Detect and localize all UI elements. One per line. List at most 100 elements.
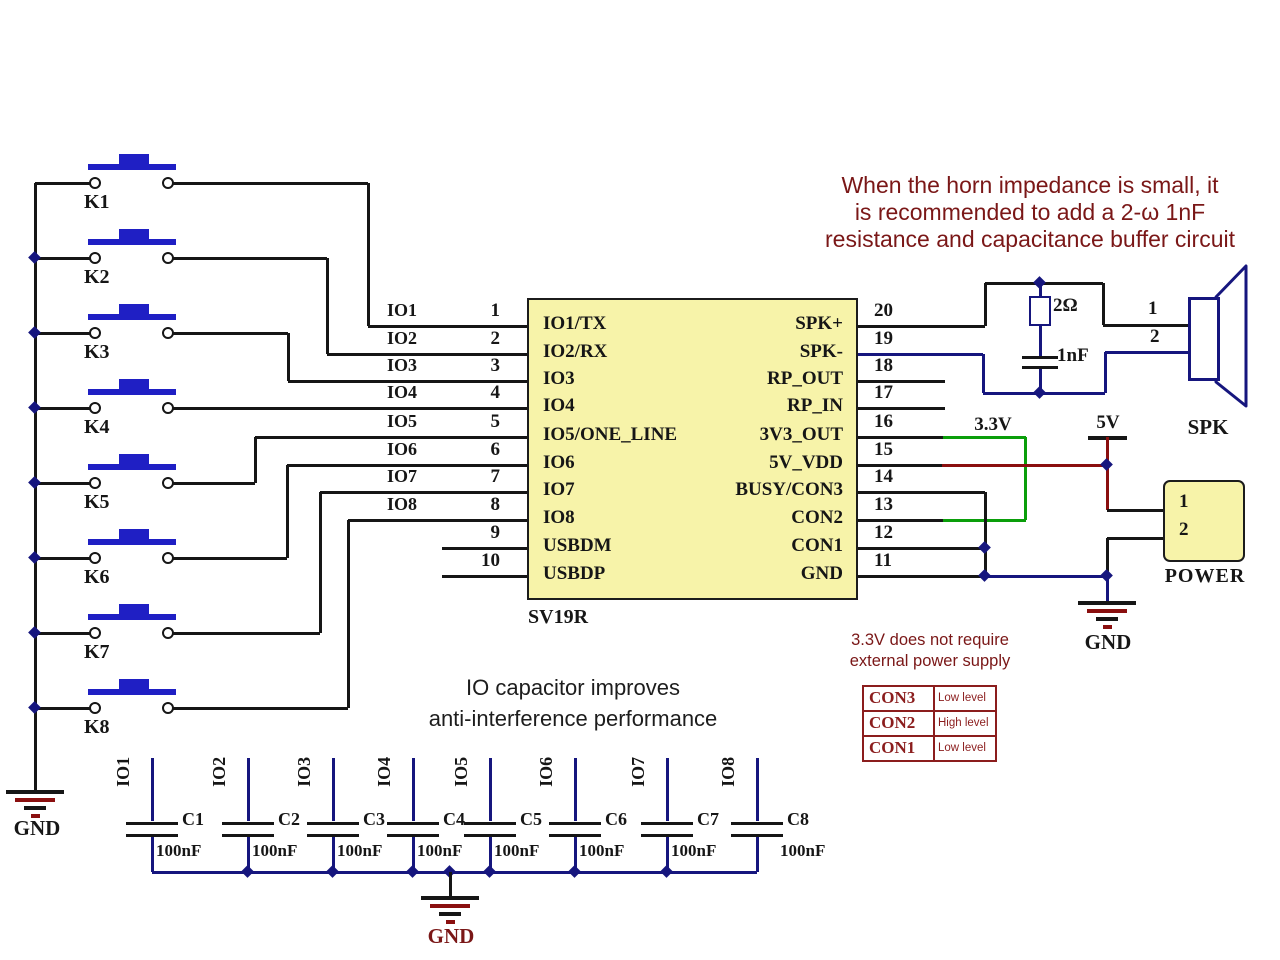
ground-symbol-right [1102, 625, 1112, 629]
capacitor-name-label: C8 [787, 809, 809, 829]
capacitor-value-label: 100nF [780, 841, 826, 860]
capacitor-value-label: 1nF [1057, 345, 1089, 366]
capacitor-value-label: 100nF [156, 841, 202, 860]
power-connector-label: POWER [1164, 565, 1246, 587]
pin-number-left: 5 [490, 411, 501, 432]
pin-number-left: 4 [490, 382, 501, 403]
ic-sv19r-body [527, 298, 858, 600]
wire [412, 837, 415, 872]
gnd-label-right: GND [1084, 630, 1132, 654]
ground-symbol-bottom [430, 904, 470, 908]
resistor-value-label: 2Ω [1053, 295, 1078, 316]
wire [858, 519, 943, 522]
net-label-vertical: IO1 [113, 756, 134, 787]
speaker-pin2-label: 2 [1150, 326, 1160, 347]
capacitor-name-label: C5 [520, 809, 542, 829]
switch-terminal [162, 327, 174, 339]
wire [327, 353, 527, 356]
wire [858, 464, 942, 467]
capacitor-value-label: 100nF [417, 841, 463, 860]
ic-pin-label-right: SPK- [799, 341, 843, 362]
switch-terminal [89, 477, 101, 489]
capacitor-name-label: C6 [605, 809, 627, 829]
wire [35, 557, 90, 560]
pushbutton-body [88, 239, 176, 245]
wire [1039, 322, 1042, 356]
wire [347, 520, 350, 708]
capacitor-value-label: 100nF [671, 841, 717, 860]
pushbutton-cap [119, 529, 149, 539]
ic-pin-label-right: SPK+ [795, 313, 843, 334]
pushbutton-cap [119, 379, 149, 389]
wire [985, 575, 1108, 578]
net-label: IO8 [386, 494, 417, 514]
pin-number-left: 1 [490, 300, 501, 321]
pin-number-right: 19 [874, 328, 893, 349]
wire [1039, 283, 1042, 296]
wire [332, 758, 335, 821]
wire [442, 575, 527, 578]
power-pin2-label: 2 [1179, 519, 1189, 540]
pushbutton-cap [119, 679, 149, 689]
speaker-label: SPK [1187, 415, 1229, 439]
capacitor-plate [307, 822, 359, 825]
junction-dot [28, 626, 41, 639]
switch-terminal [89, 402, 101, 414]
wire [173, 632, 320, 635]
wire [35, 257, 90, 260]
button-label: K6 [84, 566, 110, 588]
net-label: IO5 [386, 411, 417, 431]
con-level-cell: High level [938, 717, 989, 729]
rail-3v3-label: 3.3V [974, 414, 1012, 435]
wire [858, 407, 945, 410]
ic-pin-label-right: 5V_VDD [769, 452, 843, 473]
pin-number-left: 6 [490, 439, 501, 460]
button-label: K5 [84, 491, 110, 513]
switch-terminal [89, 252, 101, 264]
switch-terminal [162, 177, 174, 189]
capacitor-plate [126, 834, 178, 837]
wire [1106, 576, 1109, 601]
wire [858, 491, 985, 494]
pin-number-left: 8 [490, 494, 501, 515]
wire [1104, 352, 1107, 393]
junction-dot [1033, 276, 1046, 289]
pushbutton-cap [119, 304, 149, 314]
capacitor-plate [222, 834, 274, 837]
pushbutton-body [88, 464, 176, 470]
button-label: K4 [84, 416, 110, 438]
capacitor-plate [222, 822, 274, 825]
capacitor-plate [1022, 366, 1058, 369]
button-label: K7 [84, 641, 110, 663]
capacitor-name-label: C1 [182, 809, 204, 829]
note-line: IO capacitor improves [466, 675, 680, 700]
switch-terminal [89, 327, 101, 339]
wire [489, 837, 492, 872]
capacitor-name-label: C3 [363, 809, 385, 829]
wire [1102, 283, 1105, 325]
net-label-vertical: IO2 [209, 756, 230, 787]
wire [412, 758, 415, 821]
button-label: K3 [84, 341, 110, 363]
ic-pin-label-right: BUSY/CON3 [735, 479, 843, 500]
ic-pin-label-left: IO2/RX [543, 341, 608, 362]
wire [173, 557, 287, 560]
junction-dot [978, 569, 991, 582]
pushbutton-body [88, 614, 176, 620]
capacitor-name-label: C4 [443, 809, 465, 829]
wire [35, 632, 90, 635]
wire [574, 758, 577, 821]
net-label-vertical: IO4 [374, 756, 395, 787]
wire [286, 465, 289, 558]
switch-terminal [162, 252, 174, 264]
junction-dot [28, 326, 41, 339]
junction-dot [28, 701, 41, 714]
ground-symbol-bottom [445, 920, 455, 924]
wire [1107, 537, 1163, 540]
wire [942, 464, 1108, 467]
wire [35, 182, 90, 185]
capacitor-plate [464, 834, 516, 837]
note-line: anti-interference performance [428, 706, 718, 731]
wire [943, 436, 1026, 439]
gnd-label-bottom: GND [427, 924, 475, 948]
